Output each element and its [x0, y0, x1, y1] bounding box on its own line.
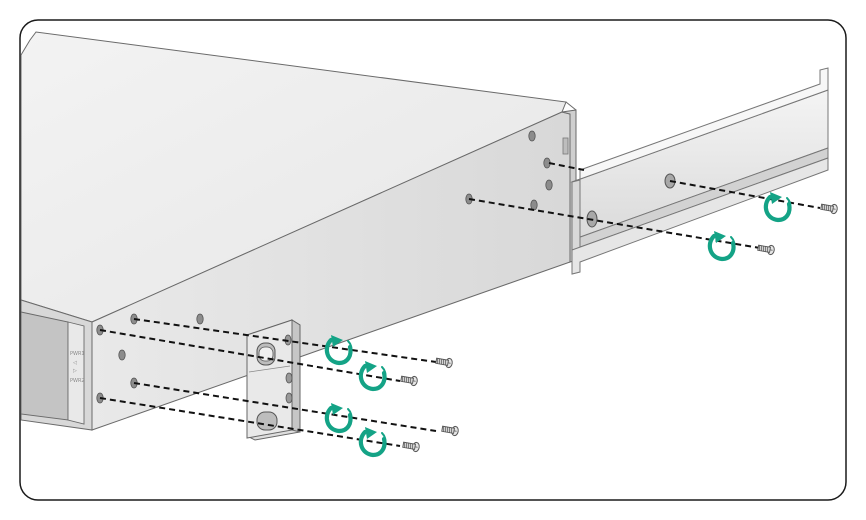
- label-arrow-left: ◁: [73, 360, 77, 366]
- device-chassis: PWR1 ◁ ▷ PWR2: [20, 31, 577, 431]
- label-pwr2: PWR2: [70, 378, 85, 384]
- label-pwr1: PWR1: [70, 351, 85, 357]
- mounting-rail: [570, 67, 829, 275]
- chassis-mounting-holes: [96, 130, 553, 404]
- label-arrow-right: ▷: [73, 368, 77, 374]
- power-module-slot: [20, 311, 69, 421]
- mounting-bracket: [246, 319, 301, 441]
